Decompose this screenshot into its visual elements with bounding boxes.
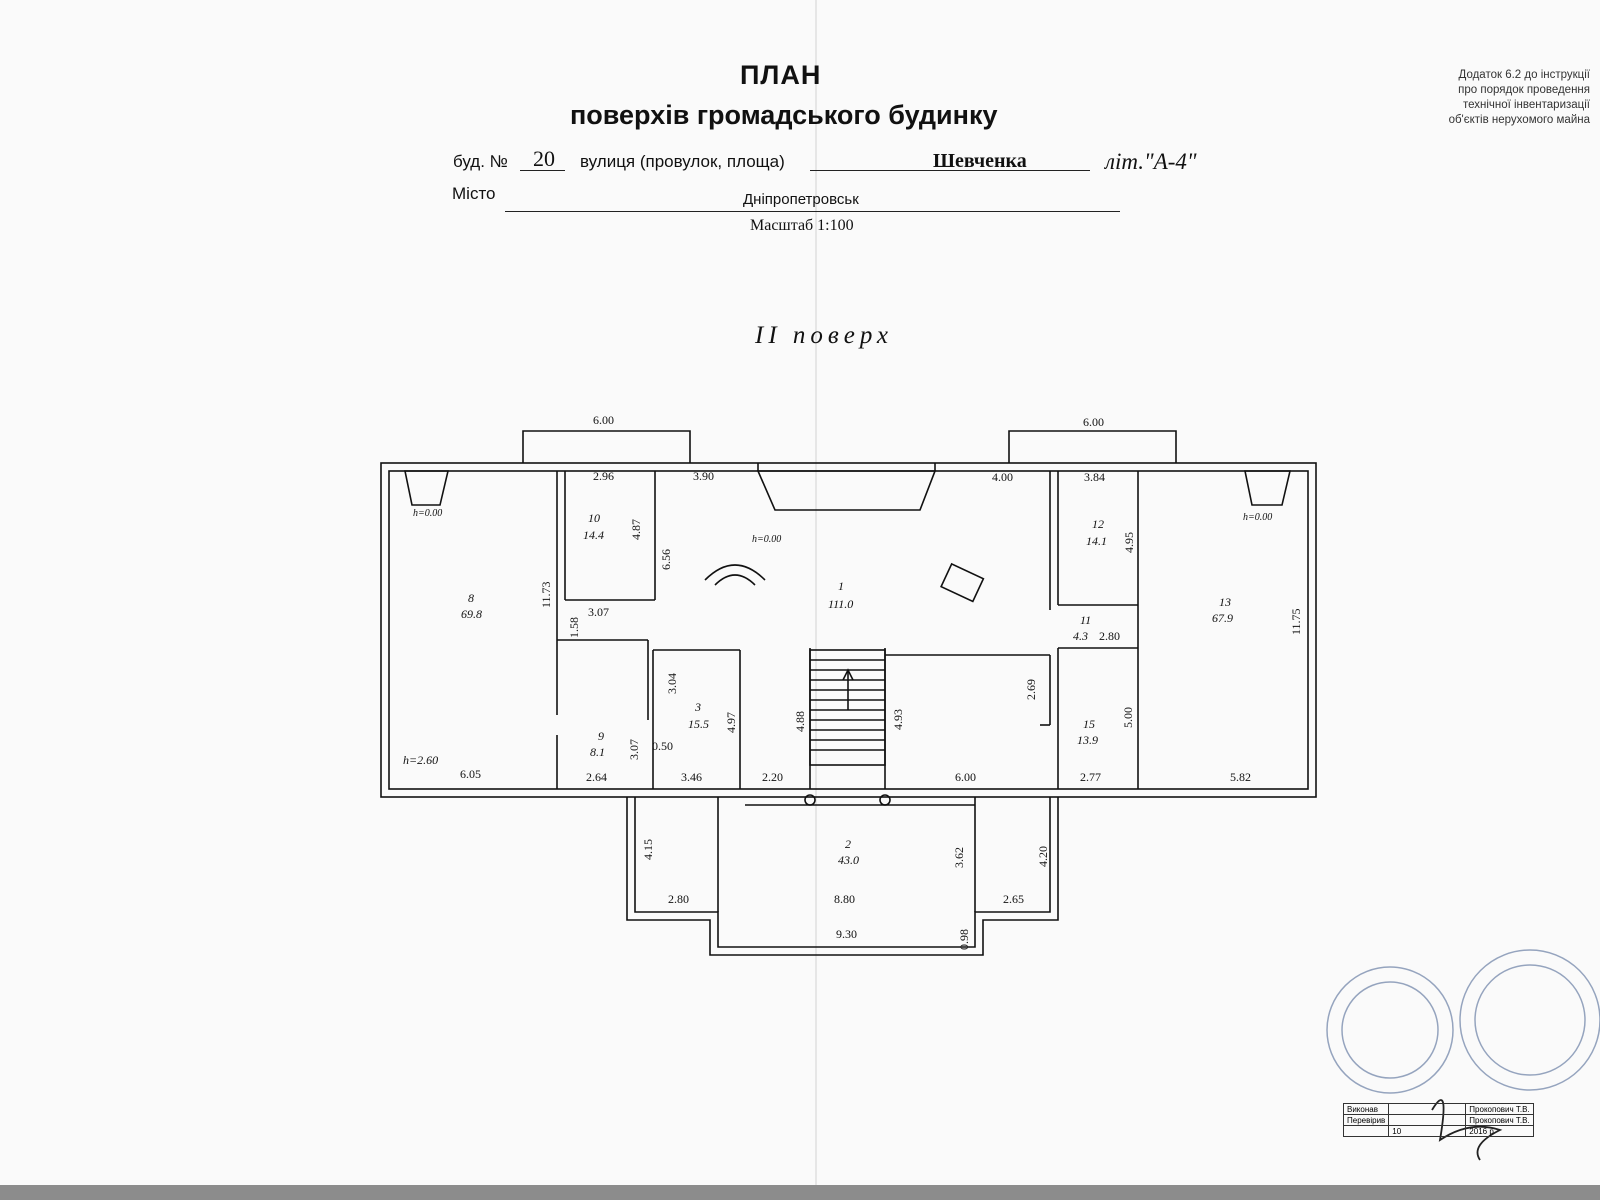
appendix-note-line: об'єктів нерухомого майна [1448,114,1590,126]
appendix-note-line: про порядок проведення [1458,84,1590,96]
document-title: ПЛАН [740,60,822,90]
room-number: 2 [845,837,851,851]
dimension: 2.65 [1003,892,1024,906]
room-area: 69.8 [461,607,482,621]
dimension: 4.93 [891,709,905,730]
appendix-note-line: технічної інвентаризації [1462,99,1590,111]
room-number: 10 [588,511,600,525]
building-letter: літ."А-4" [1105,149,1197,174]
building-label: буд. № [453,152,508,171]
room-area: 67.9 [1212,611,1233,625]
dimension: 5.82 [1230,770,1251,784]
stamp-date-day: 10 [1388,1125,1467,1137]
dimension: 4.87 [629,519,643,540]
city-name: Дніпропетровськ [743,191,859,208]
room-labels: 1 111.0 2 43.0 3 15.5 8 69.8 9 8.1 10 14… [461,511,1233,867]
dimension: 2.64 [586,770,607,784]
room-area: 43.0 [838,853,859,867]
room-number: 11 [1080,613,1091,627]
dimension: 6.05 [460,767,481,781]
street-name: Шевченка [933,150,1027,172]
building-number-line [520,170,565,171]
dimension: 3.07 [588,605,609,619]
floor-label: II поверх [755,322,893,349]
height-mark: h=0.00 [1243,512,1272,523]
stamp-role: Перевірив [1342,1114,1390,1126]
city-name-line [505,211,1120,212]
dimension: 3.07 [627,739,641,760]
dimension: 3.90 [693,469,714,483]
dimension: 2.69 [1024,679,1038,700]
dimension: 2.80 [668,892,689,906]
approval-seals [1326,949,1600,1094]
room-number: 8 [468,591,474,605]
height-mark: h=2.60 [403,753,438,767]
scale-label: Масштаб 1:100 [750,217,854,234]
dimension: 4.97 [724,712,738,733]
dimension: 6.00 [1083,415,1104,429]
dimension: 4.95 [1122,532,1136,553]
dimension: 3.04 [665,673,679,694]
plan-walls [380,430,1317,956]
dimension: 4.15 [641,839,655,860]
dimension-labels: 6.00 6.00 2.96 3.90 4.00 3.84 6.05 2.64 … [403,413,1303,950]
appendix-note: Додаток 6.2 до інструкції про порядок пр… [1340,68,1590,128]
room-number: 13 [1219,595,1231,609]
dimension: 11.73 [539,581,553,608]
room-area: 8.1 [590,745,605,759]
room-number: 3 [694,700,701,714]
dimension: 2.77 [1080,770,1101,784]
room-area: 14.1 [1086,534,1107,548]
dimension: 6.00 [955,770,976,784]
dimension: 2.96 [593,469,614,483]
stamp-name: Прокопович Т.В. [1465,1114,1534,1126]
dimension: 4.88 [793,711,807,732]
height-mark: h=0.00 [413,508,442,519]
appendix-note-line: Додаток 6.2 до інструкції [1458,69,1590,81]
city-label: Місто [452,184,496,203]
dimension: 2.80 [1099,629,1120,643]
dimension: 1.58 [567,617,581,638]
room-area: 111.0 [828,597,853,611]
room-number: 9 [598,729,604,743]
height-mark: h=0.00 [752,534,781,545]
room-area: 15.5 [688,717,709,731]
paper-fold-line [815,0,817,1185]
dimension: 3.62 [952,847,966,868]
room-area: 13.9 [1077,733,1098,747]
dimension: 4.20 [1036,846,1050,867]
dimension: 8.80 [834,892,855,906]
dimension: 2.20 [762,770,783,784]
room-number: 12 [1092,517,1104,531]
dimension: 3.84 [1084,470,1105,484]
dimension: 0.50 [652,739,673,753]
document-subtitle: поверхів громадського будинку [570,100,998,130]
dimension: 6.00 [593,413,614,427]
street-name-line [810,170,1090,171]
room-number: 15 [1083,717,1095,731]
dimension: 4.00 [992,470,1013,484]
stamp-date-year: 2016 р [1465,1125,1534,1137]
stamp-table: Виконав Прокопович Т.В. Перевірив Прокоп… [1342,1103,1534,1137]
dimension: 3.46 [681,770,702,784]
dimension: 0.98 [957,929,971,950]
scanner-edge [0,1185,1600,1200]
stamp-name: Прокопович Т.В. [1465,1103,1534,1115]
dimension: 6.56 [659,549,673,570]
room-number: 1 [838,579,844,593]
street-label: вулиця (провулок, площа) [580,152,785,171]
building-number: 20 [533,146,555,171]
dimension: 9.30 [836,927,857,941]
dimension: 11.75 [1289,608,1303,635]
stamp-role: Виконав [1342,1103,1390,1115]
room-area: 4.3 [1073,629,1088,643]
room-area: 14.4 [583,528,604,542]
dimension: 5.00 [1121,707,1135,728]
